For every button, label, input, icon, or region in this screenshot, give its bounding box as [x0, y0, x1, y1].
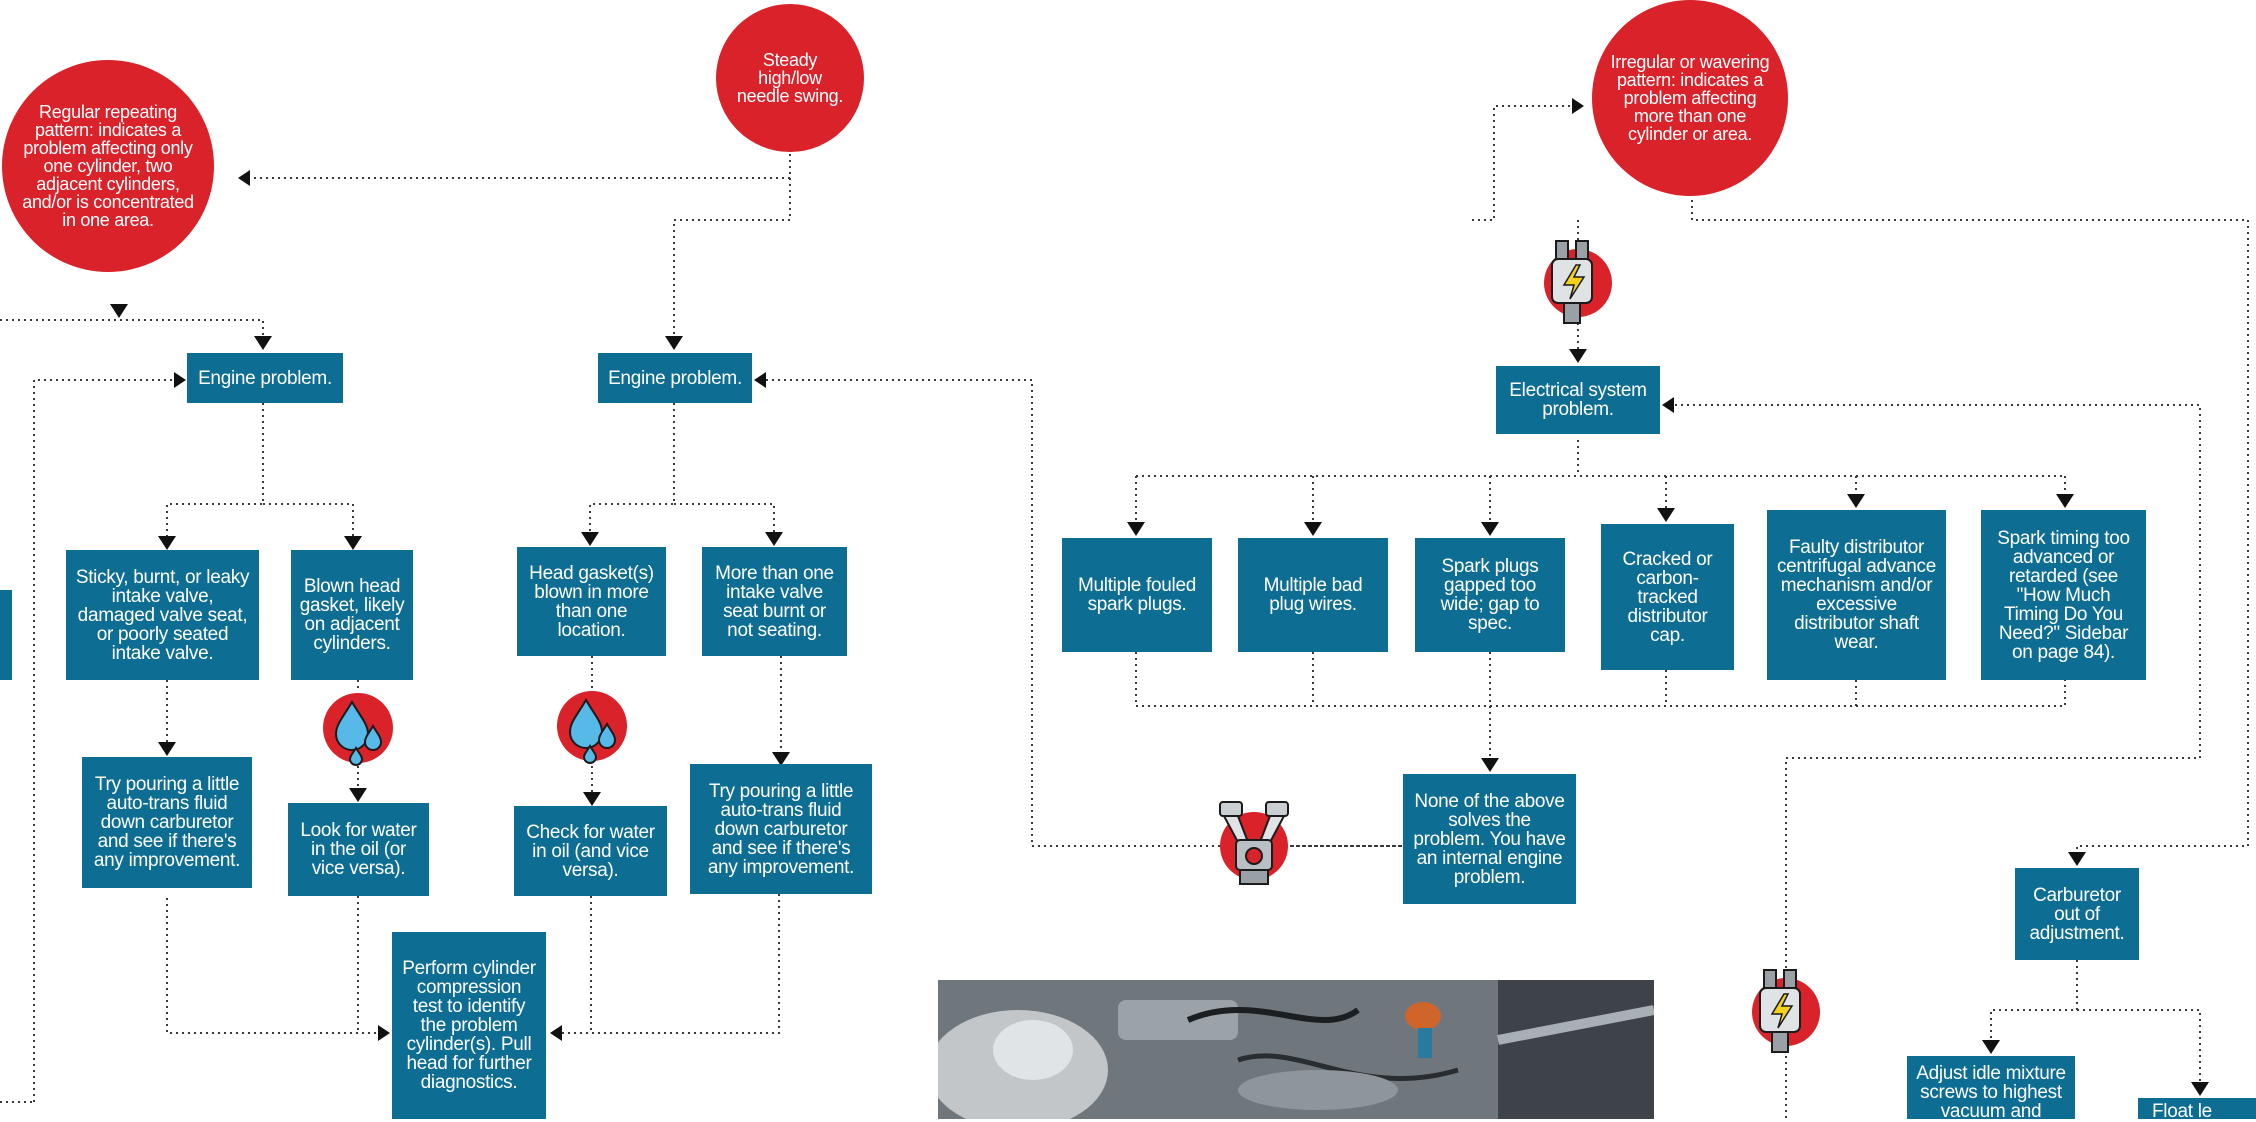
compression-test: Perform cylinder compression test to ide… — [392, 932, 546, 1119]
look-for-water: Look for water in the oil (or vice versa… — [288, 803, 429, 896]
cause-distributor-cap: Cracked or carbon-tracked distributor ca… — [1601, 524, 1734, 670]
middle-engine-problem: Engine problem. — [598, 353, 752, 403]
left-engine-problem: Engine problem. — [187, 353, 343, 403]
cause-bad-plug-wires: Multiple bad plug wires. — [1238, 538, 1388, 652]
regular-pattern-text: Regular repeating pattern: indicates a p… — [22, 102, 194, 230]
engine-icon — [1219, 801, 1289, 885]
photo-engine-bay — [938, 980, 1654, 1119]
head-gaskets-blown: Head gasket(s) blown in more than one lo… — [517, 547, 666, 656]
left-try-fluid: Try pouring a little auto-trans fluid do… — [82, 757, 252, 888]
spark-plug-icon — [1544, 240, 1612, 324]
carburetor-out-of-adjustment: Carburetor out of adjustment. — [2015, 868, 2139, 960]
spark-plug-icon — [1752, 969, 1820, 1053]
intake-valve-problem: Sticky, burnt, or leaky intake valve, da… — [66, 550, 259, 680]
cause-distributor-advance: Faulty distributor centrifugal advance m… — [1767, 510, 1946, 680]
blown-head-gasket: Blown head gasket, likely on adjacent cy… — [291, 550, 413, 680]
water-drops-icon — [323, 693, 393, 766]
photo-engine-bay-illustration — [938, 980, 1654, 1119]
cause-fouled-plugs: Multiple fouled spark plugs. — [1062, 538, 1212, 652]
multiple-intake-valves: More than one intake valve seat burnt or… — [702, 547, 847, 656]
internal-engine-problem: None of the above solves the problem. Yo… — [1403, 774, 1576, 904]
irregular-pattern-node: Irregular or wavering pattern: indicates… — [1592, 0, 1788, 196]
middle-try-fluid: Try pouring a little auto-trans fluid do… — [690, 764, 872, 894]
adjust-idle-mixture: Adjust idle mixture screws to highest va… — [1907, 1056, 2075, 1121]
check-for-water: Check for water in oil (and vice versa). — [514, 806, 667, 896]
steady-pattern-text: Steady high/low needle swing. — [736, 50, 844, 106]
water-drops-icon — [557, 691, 627, 764]
regular-pattern-node: Regular repeating pattern: indicates a p… — [2, 60, 214, 272]
cause-plug-gap: Spark plugs gapped too wide; gap to spec… — [1415, 538, 1565, 652]
electrical-system-problem: Electrical system problem. — [1496, 366, 1660, 434]
cause-spark-timing: Spark timing too advanced or retarded (s… — [1981, 510, 2146, 680]
steady-pattern-node: Steady high/low needle swing. — [716, 4, 864, 152]
float-level-partial: Float le — [2138, 1098, 2256, 1119]
offscreen-box-left — [0, 590, 12, 680]
irregular-pattern-text: Irregular or wavering pattern: indicates… — [1610, 52, 1770, 144]
